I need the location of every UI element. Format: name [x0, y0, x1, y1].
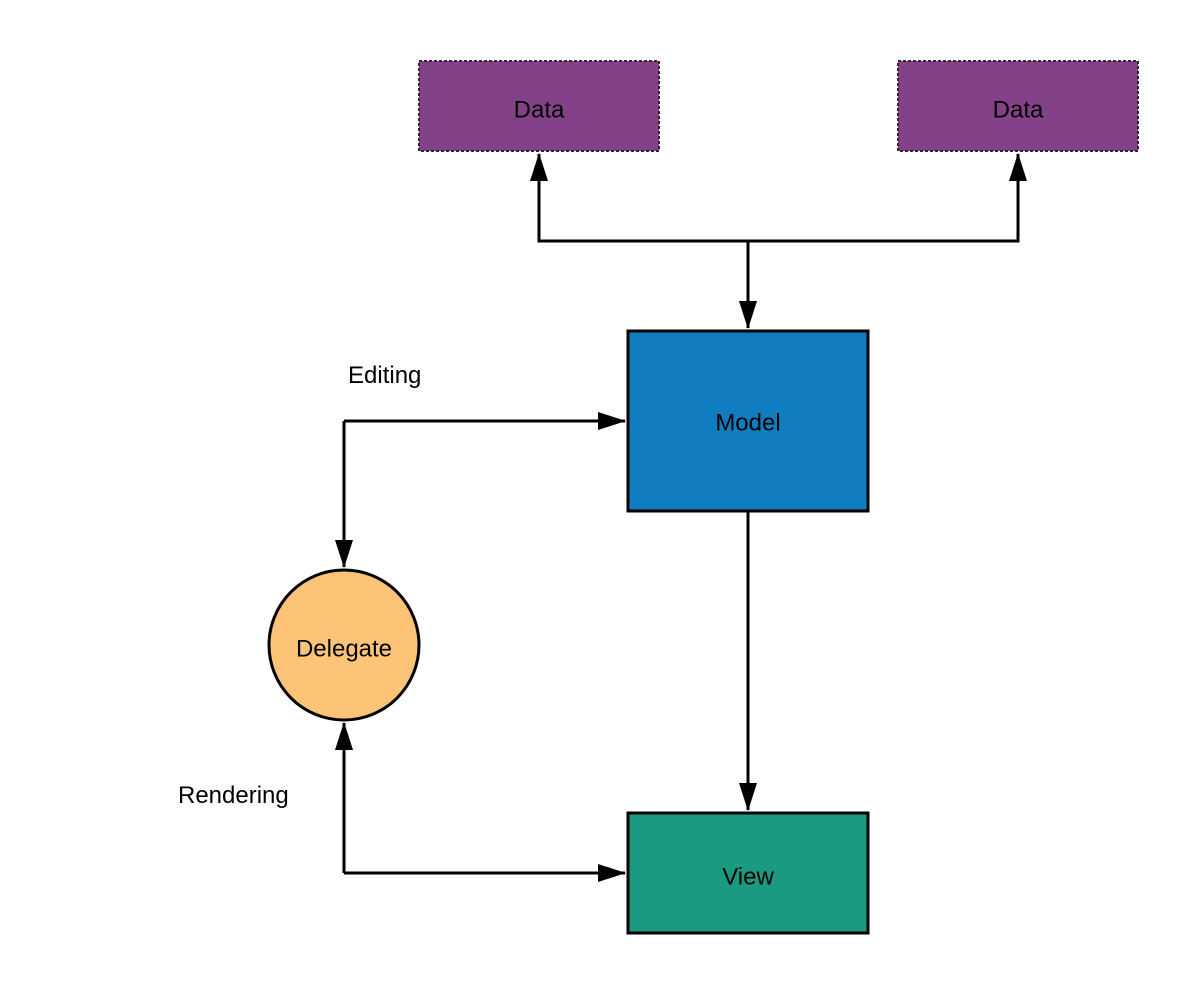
data-node-right-label: Data	[993, 96, 1044, 123]
model-node-label: Model	[715, 409, 780, 436]
data-node-left: Data	[418, 60, 660, 152]
view-node-box	[626, 811, 870, 935]
model-to-data-right-arrow	[748, 153, 1027, 243]
data-node-right: Data	[897, 60, 1139, 152]
view-node: View	[626, 811, 870, 935]
model-node: Model	[626, 329, 870, 513]
delegate-node-circle	[267, 568, 421, 722]
view-node-label: View	[722, 863, 774, 890]
data-node-left-label: Data	[514, 96, 565, 123]
data-node-left-box	[418, 60, 660, 152]
delegate-node-label: Delegate	[296, 635, 392, 662]
editing-label: Editing	[348, 362, 421, 389]
data-node-right-box	[897, 60, 1139, 152]
rendering-label: Rendering	[178, 782, 289, 809]
delegate-node: Delegate	[267, 568, 421, 722]
model-to-data-left-arrow	[530, 153, 748, 243]
model-node-box	[626, 329, 870, 513]
